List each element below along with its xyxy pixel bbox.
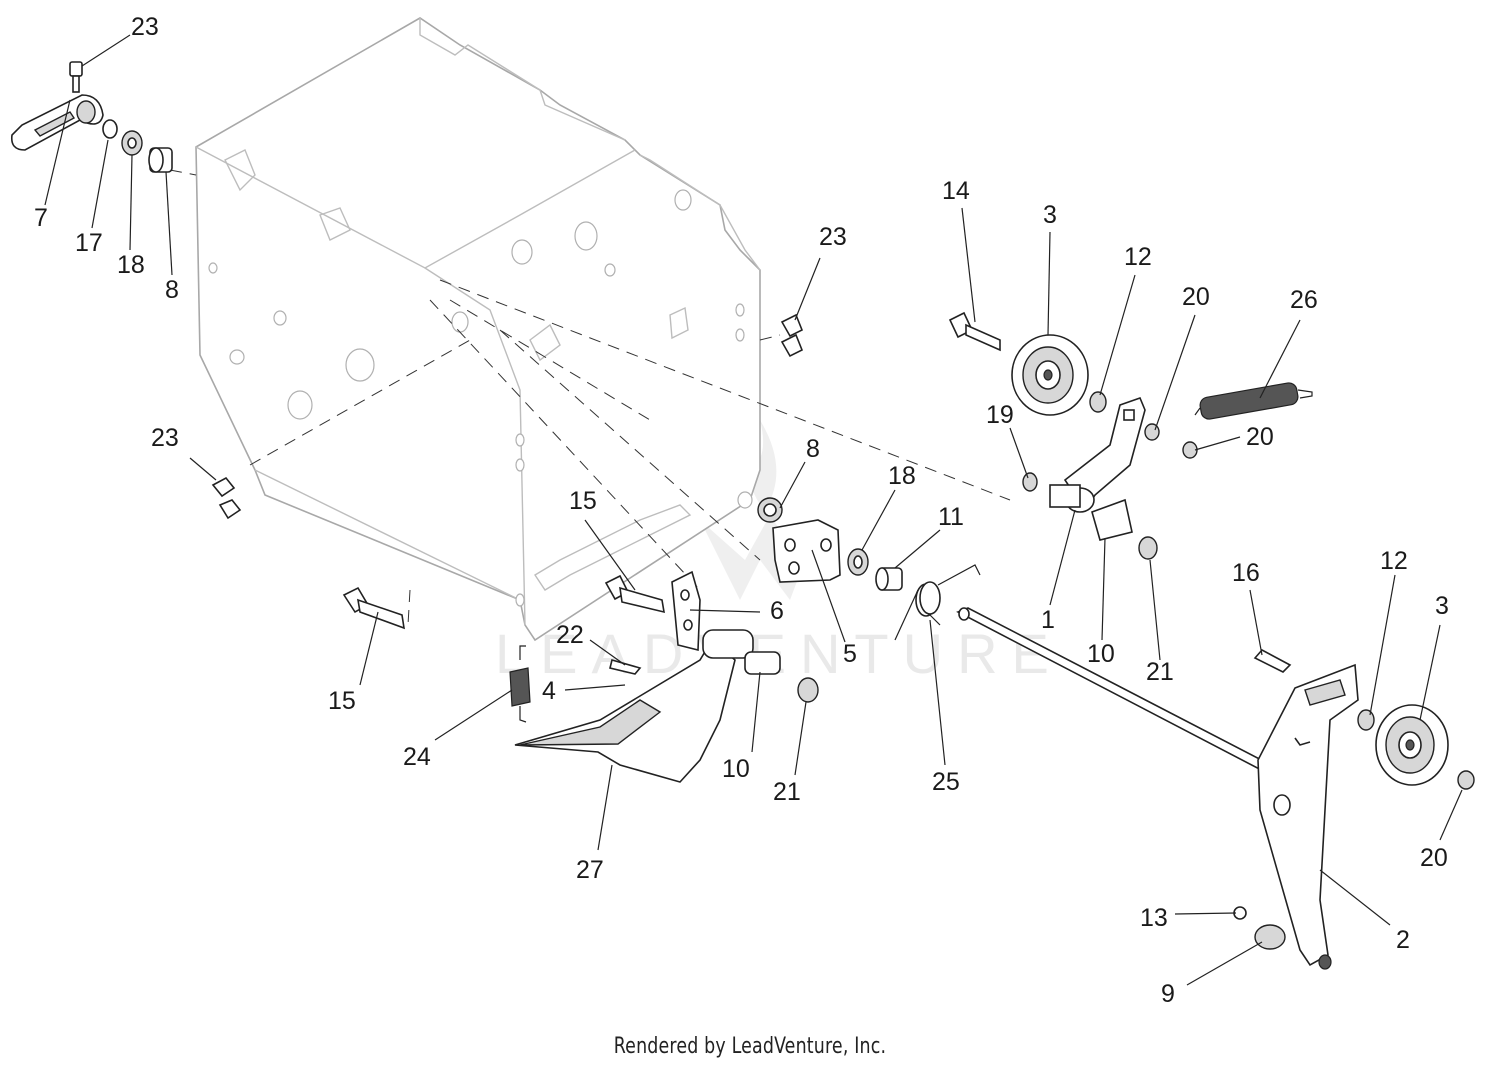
shaft — [956, 607, 1302, 787]
callout-23-left: 23 — [151, 424, 179, 452]
callout-10-left: 10 — [722, 755, 750, 783]
callout-7: 7 — [34, 204, 48, 232]
callout-6: 6 — [770, 597, 784, 625]
washer-18-center — [847, 548, 903, 591]
mower-frame — [195, 17, 761, 642]
left-screws — [211, 313, 804, 520]
leader-lines — [44, 34, 1463, 986]
bushing-8-center — [757, 497, 783, 523]
idler-arm-1 — [1022, 396, 1158, 560]
callout-8-center: 8 — [806, 435, 820, 463]
callout-16: 16 — [1232, 559, 1260, 587]
bolt-15-left — [342, 586, 405, 630]
callout-3-lower: 3 — [1435, 592, 1449, 620]
callout-8-left: 8 — [165, 276, 179, 304]
callout-20-mid: 20 — [1246, 423, 1274, 451]
callout-21-right: 21 — [1146, 658, 1174, 686]
callout-27: 27 — [576, 856, 604, 884]
callout-15-center: 15 — [569, 487, 597, 515]
callout-2: 2 — [1396, 926, 1410, 954]
callout-12-upper: 12 — [1124, 243, 1152, 271]
bracket-5 — [772, 519, 841, 583]
callout-4: 4 — [542, 677, 556, 705]
idler-pulley-3-upper — [948, 311, 1198, 459]
callout-12-lower: 12 — [1380, 547, 1408, 575]
callout-20-upper: 20 — [1182, 283, 1210, 311]
callout-10-right: 10 — [1087, 640, 1115, 668]
callout-13: 13 — [1140, 904, 1168, 932]
pedal-27 — [509, 629, 819, 783]
callout-19: 19 — [986, 401, 1014, 429]
torsion-spring-25 — [894, 564, 981, 641]
callout-21-left: 21 — [773, 778, 801, 806]
callout-14: 14 — [942, 177, 970, 205]
bolt-15-center — [604, 574, 665, 614]
lower-arm-2 — [1233, 648, 1475, 970]
callout-20-lower: 20 — [1420, 844, 1448, 872]
callout-23-top: 23 — [131, 13, 159, 41]
spring-26 — [1194, 382, 1313, 420]
callout-18-left: 18 — [117, 251, 145, 279]
footer-credit: Rendered by LeadVenture, Inc. — [613, 1034, 887, 1059]
callouts: 23 7 17 18 8 23 23 15 14 3 12 20 26 19 2… — [34, 13, 1449, 1008]
callout-23-right: 23 — [819, 223, 847, 251]
assembly-lines — [169, 169, 1011, 626]
callout-15-left: 15 — [328, 687, 356, 715]
callout-25: 25 — [932, 768, 960, 796]
bracket-6 — [671, 570, 701, 652]
callout-26: 26 — [1290, 286, 1318, 314]
callout-11: 11 — [938, 503, 964, 531]
callout-18-center: 18 — [888, 462, 916, 490]
callout-3-upper: 3 — [1043, 201, 1057, 229]
callout-22: 22 — [556, 621, 584, 649]
callout-1: 1 — [1041, 606, 1055, 634]
callout-9: 9 — [1161, 980, 1175, 1008]
callout-5: 5 — [843, 640, 857, 668]
callout-17: 17 — [75, 229, 103, 257]
upper-left-linkage — [10, 61, 173, 173]
callout-24: 24 — [403, 743, 431, 771]
